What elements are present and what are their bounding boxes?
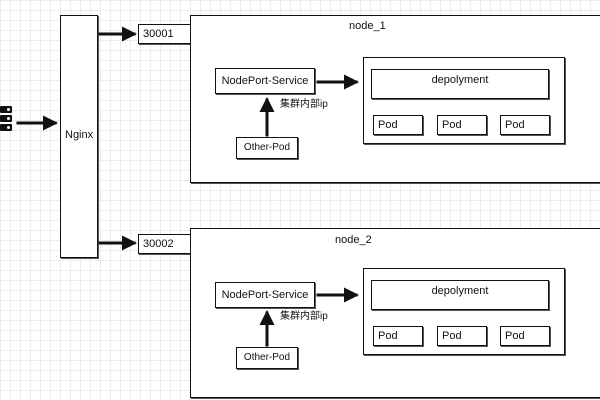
node-2-title: node_2 [335,234,372,246]
port-30002-label: 30002 [143,237,174,250]
node-1-pod-1: Pod [373,115,423,135]
node-2-deployment-label: depolyment [431,285,489,297]
node-1-title: node_1 [349,20,386,32]
node-1-other-pod: Other-Pod [236,137,298,159]
node-2-nodeport-service: NodePort-Service [215,282,315,308]
pod-label: Pod [442,118,462,131]
pod-label: Pod [505,329,525,342]
node-1-pod-2: Pod [437,115,487,135]
node-1-deployment-label: depolyment [431,74,489,86]
node-1-deployment-box: depolyment [371,69,549,99]
node-2-service-label: NodePort-Service [221,288,309,301]
port-30001-label: 30001 [143,27,174,40]
node-1-pod-3: Pod [500,115,550,135]
node-2-pod-2: Pod [437,326,487,346]
node-2-cluster-ip-label: 集群内部ip [280,311,328,322]
node-1-service-label: NodePort-Service [221,74,309,87]
node-1-other-pod-label: Other-Pod [243,142,291,153]
node-1-nodeport-service: NodePort-Service [215,68,315,94]
node-2-pod-3: Pod [500,326,550,346]
node-2-deployment-box: depolyment [371,280,549,310]
node-2-other-pod: Other-Pod [236,347,298,369]
pod-label: Pod [378,329,398,342]
nginx-label: Nginx [65,129,94,141]
nginx-box: Nginx [60,15,98,258]
node-1-cluster-ip-label: 集群内部ip [280,99,328,110]
pod-label: Pod [378,118,398,131]
port-30002-box: 30002 [138,234,202,254]
node-2-pod-1: Pod [373,326,423,346]
server-stack-icon [0,106,12,133]
node-2-other-pod-label: Other-Pod [243,352,291,363]
pod-label: Pod [505,118,525,131]
pod-label: Pod [442,329,462,342]
